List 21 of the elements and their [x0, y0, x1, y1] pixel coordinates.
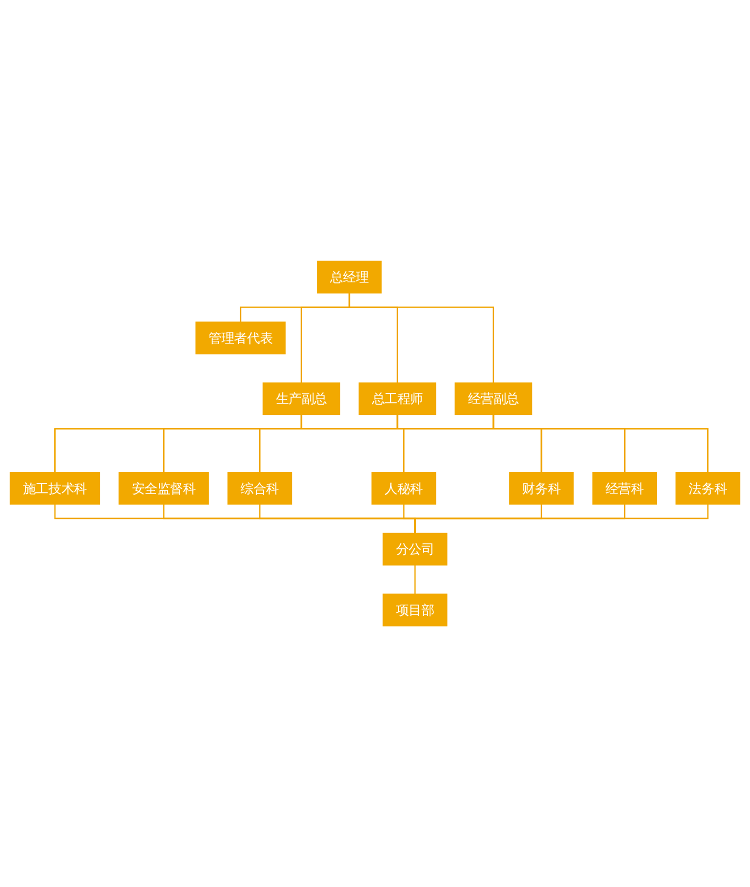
- node-box: [454, 382, 532, 415]
- node-box: [382, 532, 448, 566]
- node-box: [382, 594, 448, 626]
- connector: [492, 414, 708, 472]
- node-box: [676, 472, 740, 505]
- connector: [396, 414, 708, 472]
- org-chart: 总经理 管理者代表 生产副总 总工程师 经营副总 施工技术科 安全监督科 综合科 人秘科 财务科 经营科 法务科 分公司 项目部: [5, 256, 745, 632]
- node-box: [371, 472, 436, 505]
- node-box: [358, 382, 436, 415]
- node-box: [262, 382, 340, 415]
- node-box: [317, 260, 382, 294]
- node-box: [592, 472, 657, 505]
- node-box: [10, 472, 100, 505]
- node-box: [227, 472, 292, 505]
- node-box: [118, 472, 209, 505]
- node-box: [195, 322, 286, 354]
- connector: [300, 414, 708, 472]
- connector: [414, 565, 416, 594]
- connector: [348, 293, 494, 383]
- connector: [414, 504, 708, 534]
- node-box: [509, 472, 574, 505]
